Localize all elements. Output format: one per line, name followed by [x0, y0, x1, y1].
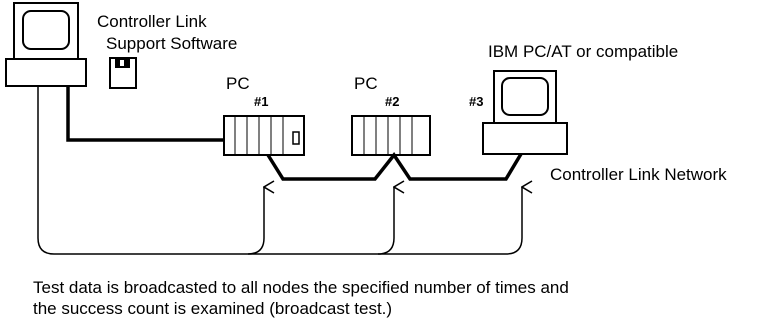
network-cable	[266, 152, 523, 181]
network-label: Controller Link Network	[550, 165, 727, 184]
caption: Test data is broadcasted to all nodes th…	[33, 277, 569, 319]
support-software-label-line1: Controller Link	[97, 12, 207, 31]
caption-line-1: Test data is broadcasted to all nodes th…	[33, 278, 569, 297]
ibm-pc-icon	[482, 70, 568, 155]
pc-1-label: PC	[226, 74, 250, 93]
node-1-label: #1	[254, 94, 269, 109]
pc-2-rack-icon	[351, 115, 431, 156]
pc-1-rack-icon	[223, 115, 305, 156]
support-cable	[66, 86, 297, 142]
ibm-pc-label: IBM PC/AT or compatible	[488, 42, 679, 61]
node-2-label: #2	[385, 94, 400, 109]
caption-line-2: the success count is examined (broadcast…	[33, 299, 393, 318]
support-computer-icon	[5, 2, 87, 87]
support-software-label-line2: Support Software	[106, 34, 238, 53]
pc-2-label: PC	[354, 74, 378, 93]
floppy-disk-icon	[109, 57, 137, 89]
broadcast-arrows	[37, 86, 522, 255]
node-3-label: #3	[469, 94, 484, 109]
